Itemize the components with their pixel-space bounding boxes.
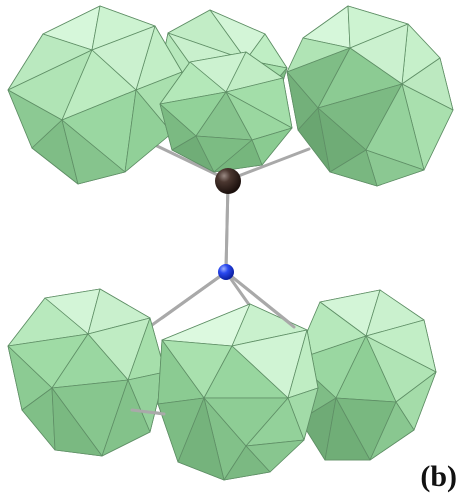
bond-dark-to-left: [153, 143, 230, 182]
icosahedron-lower-front: [157, 303, 319, 481]
dark-atom: [215, 168, 241, 194]
icosahedron-upper-left: [7, 5, 183, 185]
bond-front-low: [130, 408, 166, 416]
bond-front-upper: [224, 182, 230, 272]
icosahedron-upper-front: [159, 51, 293, 173]
icosahedron-lower-right: [294, 289, 437, 461]
panel-label: (b): [420, 460, 457, 493]
icosahedron-upper-right: [286, 5, 454, 187]
blue-atom: [218, 264, 234, 280]
icosahedron-lower-left: [7, 288, 166, 457]
bond-front-left: [160, 270, 228, 320]
bond-dark-to-right: [226, 147, 311, 182]
bond-front-right: [224, 270, 296, 329]
bond-front-group: [130, 182, 296, 416]
